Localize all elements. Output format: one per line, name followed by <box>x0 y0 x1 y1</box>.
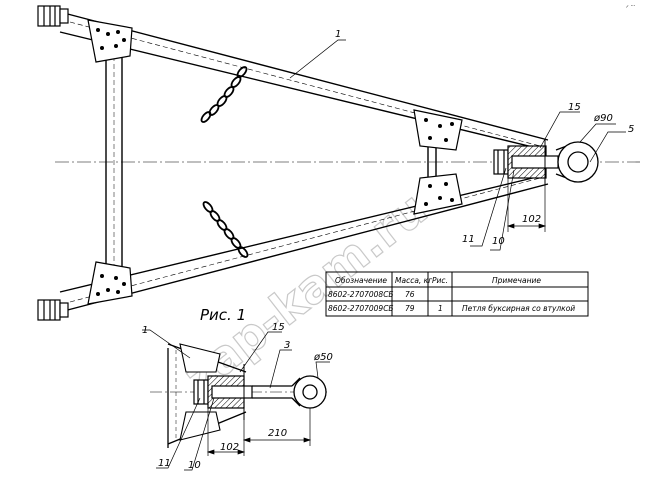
callout-1-top: 1 <box>335 29 341 40</box>
table-header-fig: Рис. <box>432 276 448 285</box>
detail-hitch-assembly <box>193 364 253 420</box>
detail-gusset-plate <box>179 343 221 441</box>
table-row2-note: Петля буксирная со втулкой <box>462 304 575 313</box>
table-row2-designation: 8602-2707009СБ <box>328 304 394 313</box>
dim-102-bottom-label: 102 <box>220 442 239 453</box>
table-row1-mass: 76 <box>405 290 415 299</box>
callout-labels-top: 1 15 ø90 5 11 10 102 <box>335 29 634 247</box>
hitch-assembly-top <box>493 140 559 184</box>
spec-table <box>325 271 589 317</box>
bolt-holes <box>96 28 454 296</box>
callout-labels-bottom: 1 15 3 ø50 11 10 102 210 <box>142 322 333 471</box>
towing-eye-top <box>555 141 599 183</box>
leader-lines-bottom <box>142 329 330 471</box>
table-header-mass: Масса, кг <box>395 276 432 285</box>
end-clamp-top <box>37 5 69 27</box>
callout-11-top: 11 <box>462 234 475 245</box>
callout-d50: ø50 <box>313 352 333 363</box>
callout-3: 3 <box>284 340 290 351</box>
callout-5: 5 <box>628 124 634 135</box>
table-header-designation: Обозначение <box>335 276 387 285</box>
detail-towing-eye <box>252 375 327 409</box>
table-row2-fig: 1 <box>438 304 443 313</box>
table-header-note: Примечание <box>492 276 541 285</box>
leader-lines-top <box>289 39 626 251</box>
callout-1-bottom: 1 <box>142 325 148 336</box>
end-clamp-bottom <box>37 299 69 321</box>
dim-210-label: 210 <box>268 428 287 439</box>
safety-chain-bottom <box>202 201 249 258</box>
callout-10-bottom: 10 <box>188 460 201 471</box>
dimension-102-bottom <box>206 408 246 456</box>
table-row1-designation: 8602-2707008СБ <box>328 290 394 299</box>
spec-table-text: Обозначение Масса, кг Рис. Примечание 86… <box>328 276 575 313</box>
dimension-210 <box>242 408 312 446</box>
callout-15-bottom: 15 <box>272 322 285 333</box>
figure-title: Рис. 1 <box>200 306 246 324</box>
safety-chain-top <box>200 66 248 123</box>
table-row2-mass: 79 <box>405 304 415 313</box>
dim-102-top-label: 102 <box>522 214 541 225</box>
callout-11-bottom: 11 <box>158 458 171 469</box>
callout-10-top: 10 <box>492 236 505 247</box>
callout-d90: ø90 <box>593 113 613 124</box>
callout-15-top: 15 <box>568 102 581 113</box>
corner-mark: ᐟ ᐝᐝᐝ <box>626 5 636 12</box>
